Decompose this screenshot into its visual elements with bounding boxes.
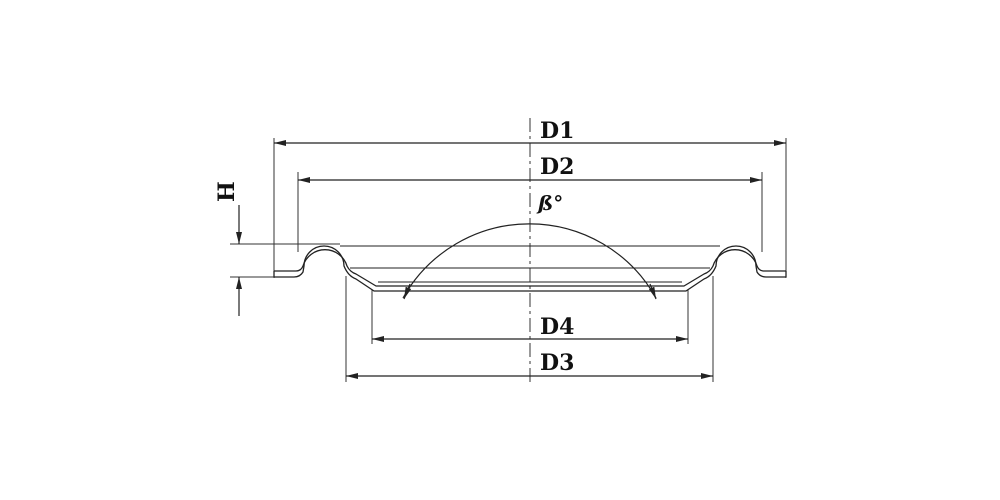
d2-label: D2	[540, 154, 574, 180]
angle-arc	[402, 223, 657, 299]
extension-lines	[230, 138, 787, 382]
d4-label: D4	[540, 314, 574, 340]
d1-label: D1	[540, 118, 574, 144]
angle-label: ß°	[536, 191, 563, 215]
h-label: H	[214, 181, 240, 202]
part-profile	[273, 245, 787, 292]
d3-label: D3	[540, 350, 574, 376]
